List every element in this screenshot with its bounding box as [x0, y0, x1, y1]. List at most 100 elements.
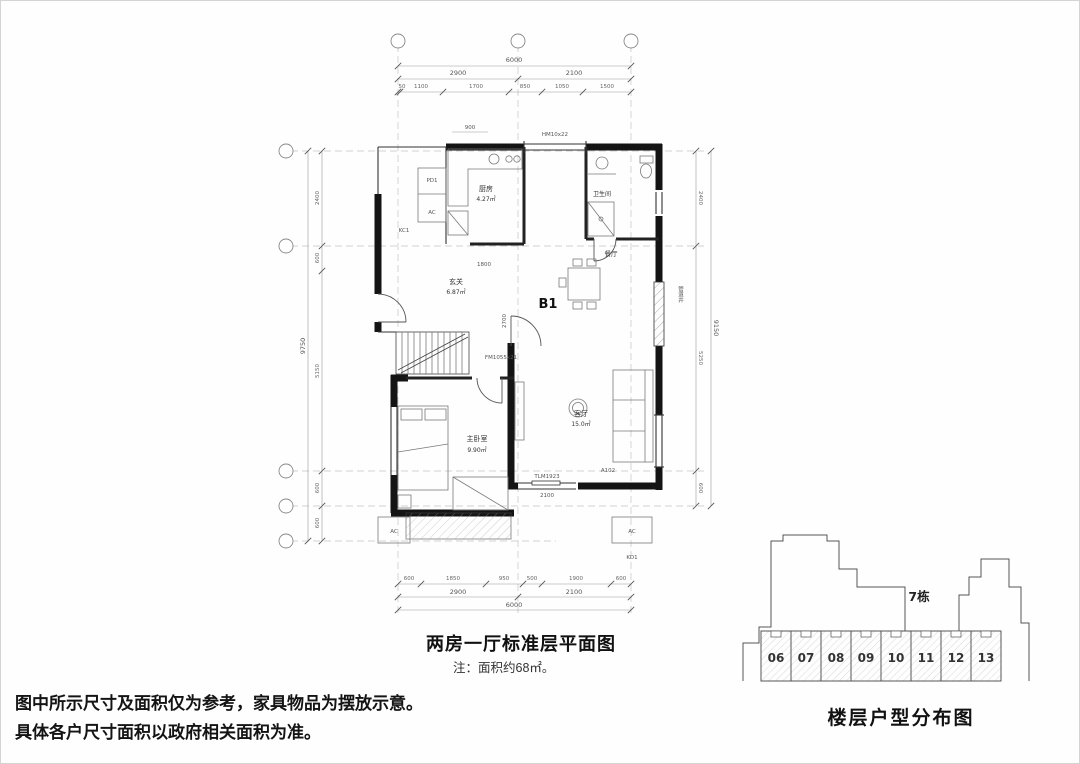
dining-label: 餐厅: [605, 249, 619, 258]
inner-dim: 2100: [540, 493, 554, 499]
living-door: [510, 315, 542, 347]
inner-dim: 1800: [477, 262, 491, 268]
dim-right-total: 9150: [712, 320, 720, 337]
balcony-door-tag: TLM1923: [533, 474, 560, 480]
fridge: [447, 210, 469, 236]
building-label: 7栋: [908, 589, 930, 604]
dim-sub: 1050: [555, 84, 569, 90]
toilet: [639, 155, 654, 179]
bath-door: [593, 238, 617, 262]
kitchen-area: 4.27㎡: [476, 195, 495, 203]
dim-sub: 950: [499, 576, 510, 582]
dim-sub: 1700: [469, 84, 483, 90]
grid-bubble: [510, 33, 526, 49]
dim-sub: 600: [315, 517, 321, 528]
shower: [587, 201, 615, 237]
living-window: [654, 414, 664, 468]
dim-sub: 600: [315, 482, 321, 493]
dim-sub: 50: [399, 84, 406, 90]
kd-tag: KD1: [626, 555, 637, 561]
unit-number: 09: [858, 651, 875, 665]
kc-tag: KC1: [399, 228, 410, 234]
living-label: 客厅: [574, 409, 588, 418]
dim-sub: 1100: [414, 84, 428, 90]
disclaimer: 图中所示尺寸及面积仅为参考，家具物品为摆放示意。 具体各户尺寸面积以政府相关面积…: [15, 689, 423, 747]
a102-tag: A102: [601, 468, 615, 474]
disclaimer-line-2: 具体各户尺寸面积以政府相关面积为准。: [15, 723, 321, 742]
balcony-door: [518, 480, 576, 490]
bedroom-door: [476, 377, 503, 404]
inner-dim: 900: [465, 125, 476, 131]
dim-sub: 600: [697, 483, 703, 494]
room-labels: B1 厨房 4.27㎡ 卫生间 餐厅 客厅 15.0㎡ 主卧室 9.90㎡ 玄关…: [446, 184, 683, 454]
dim-sub: 2400: [315, 191, 321, 205]
dim-bottom-left: 2900: [450, 588, 467, 596]
wardrobe: [452, 476, 509, 511]
plan-note: 注：面积约68㎡。: [453, 661, 555, 675]
unit-number: 08: [828, 651, 845, 665]
entry-door-tag: FM1055x21: [485, 355, 517, 361]
kitchen-window: [523, 141, 587, 153]
pd-tag: PD1: [426, 178, 437, 184]
dim-bottom-right: 2100: [566, 588, 583, 596]
ac-platform-bottom-left: [377, 516, 411, 544]
dim-sub: 5150: [315, 364, 321, 378]
bay-window: [390, 407, 398, 475]
window-tag: HM10x22: [542, 132, 568, 138]
inner-dim: 2700: [502, 314, 508, 328]
bed: [397, 405, 449, 491]
nightstand: [397, 494, 412, 509]
dim-left-total: 9750: [299, 338, 307, 355]
hall-area: 6.87㎡: [446, 288, 465, 296]
building-silhouette-right: [958, 558, 1030, 681]
unit-number: 13: [978, 651, 995, 665]
tv-console: [514, 381, 525, 441]
living-area: 15.0㎡: [571, 420, 590, 428]
dining-table: [558, 258, 601, 310]
grid-bubble: [278, 498, 294, 514]
building-silhouette-left: [742, 534, 906, 681]
distribution-diagram: 06 07 08 09 10 11 12 13 7栋: [742, 534, 1030, 682]
dim-sub: 600: [315, 252, 321, 263]
disclaimer-line-1: 图中所示尺寸及面积仅为参考，家具物品为摆放示意。: [15, 694, 423, 713]
ac-platform-bottom-right: [611, 516, 653, 544]
axis-grid: [278, 33, 704, 614]
dim-bottom-total: 6000: [506, 601, 523, 609]
ac-platform-top: [417, 167, 447, 223]
grid-bubble: [278, 533, 294, 549]
unit-number: 06: [768, 651, 785, 665]
floor-plan-drawing: 6000 2900 2100 50 1100 1700 850 1050 150…: [278, 33, 720, 614]
plan-title: 两房一厅标准层平面图: [426, 634, 616, 654]
sofa: [612, 369, 654, 463]
grid-bubble: [278, 143, 294, 159]
grid-bubble: [390, 33, 406, 49]
hall-label: 玄关: [449, 277, 463, 286]
grid-bubble: [623, 33, 639, 49]
annotation-tags: HM10x22 FM1055x21 TLM1923 2100 A102 PD1 …: [390, 125, 637, 561]
coffee-table: [568, 398, 588, 418]
doors: [377, 238, 617, 404]
unit-number: 07: [798, 651, 815, 665]
dim-sub: 2400: [697, 191, 703, 205]
stairs: [395, 331, 470, 375]
windows: [390, 141, 664, 490]
dim-top-left: 2900: [450, 69, 467, 77]
ac-tag: AC: [428, 210, 436, 216]
dim-sub: 1850: [446, 576, 460, 582]
dim-sub: 500: [527, 576, 538, 582]
bath-window: [655, 192, 663, 214]
unit-cells: 06 07 08 09 10 11 12 13: [760, 630, 1002, 682]
dim-sub: 5250: [697, 351, 703, 365]
dim-sub: 600: [616, 576, 627, 582]
bath-label: 卫生间: [593, 190, 611, 198]
dim-sub: 1500: [600, 84, 614, 90]
dim-sub: 850: [520, 84, 531, 90]
master-label: 主卧室: [467, 434, 488, 443]
dim-sub: 600: [404, 576, 415, 582]
entry-door: [377, 293, 407, 323]
furniture: [377, 148, 654, 544]
unit-number: 12: [948, 651, 965, 665]
dimension-lines: 6000 2900 2100 50 1100 1700 850 1050 150…: [299, 56, 720, 614]
unit-number: 10: [888, 651, 905, 665]
dim-sub: 1900: [569, 576, 583, 582]
